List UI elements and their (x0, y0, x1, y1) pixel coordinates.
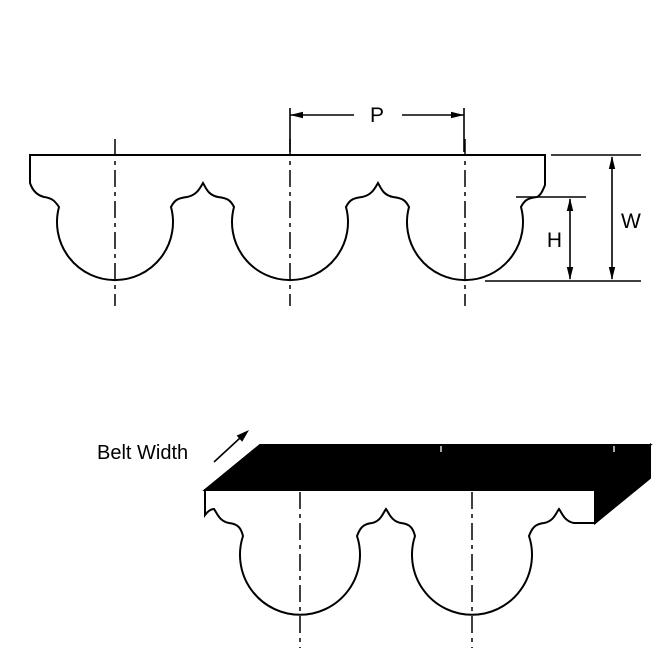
tooth-centerlines (299, 492, 473, 648)
height-dimension-label: H (547, 229, 562, 252)
arrow-up-icon (566, 198, 574, 211)
side-profile-view: P W H (29, 104, 641, 306)
belt-width-annotation: Belt Width (97, 430, 249, 464)
arrow-down-icon (608, 267, 616, 280)
arrow-down-icon (566, 267, 574, 280)
pitch-dimension-label: P (370, 104, 384, 127)
belt-profile-outline (29, 154, 546, 282)
arrow-right-icon (451, 111, 464, 119)
width-dimension: W (485, 154, 641, 282)
tooth-centerlines (114, 139, 466, 306)
belt-front-face-profile (204, 489, 596, 616)
belt-top-face (202, 444, 653, 491)
width-dimension-label: W (621, 210, 641, 233)
belt-width-arrow-line (213, 437, 241, 463)
arrow-up-right-icon (236, 430, 249, 442)
height-dimension: H (516, 196, 586, 280)
arrow-up-icon (608, 156, 616, 169)
arrow-left-icon (290, 111, 303, 119)
belt-width-label: Belt Width (97, 442, 188, 464)
pitch-dimension: P (289, 104, 465, 152)
isometric-view: Belt Width (97, 430, 653, 648)
